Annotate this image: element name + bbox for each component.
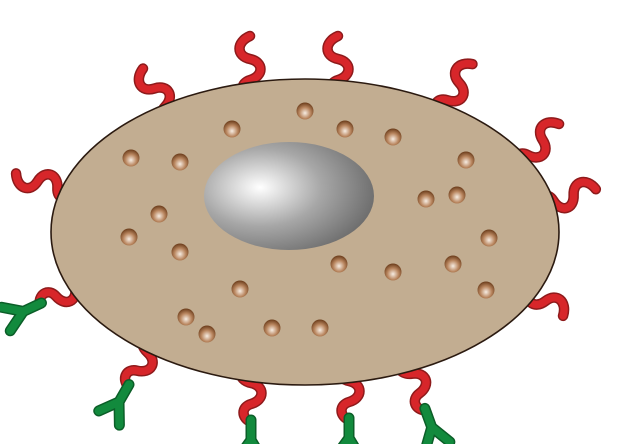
granule	[123, 150, 140, 167]
granule	[178, 309, 195, 326]
granule	[445, 256, 462, 273]
granule	[232, 281, 249, 298]
granule	[385, 264, 402, 281]
granule	[297, 103, 314, 120]
granule	[478, 282, 495, 299]
granule	[121, 229, 138, 246]
granule	[172, 244, 189, 261]
granule	[199, 326, 216, 343]
granule	[385, 129, 402, 146]
cell-nucleus	[204, 142, 374, 250]
granule	[172, 154, 189, 171]
granule	[312, 320, 329, 337]
granule	[418, 191, 435, 208]
granule	[458, 152, 475, 169]
granule	[481, 230, 498, 247]
granule	[224, 121, 241, 138]
granule	[337, 121, 354, 138]
granule	[331, 256, 348, 273]
granule	[264, 320, 281, 337]
granule	[151, 206, 168, 223]
granule	[449, 187, 466, 204]
